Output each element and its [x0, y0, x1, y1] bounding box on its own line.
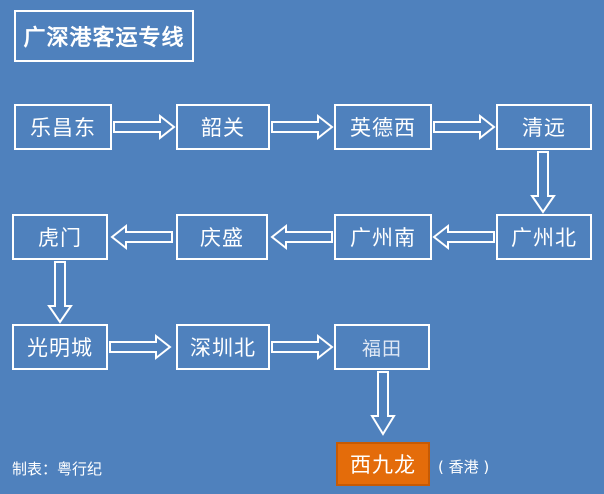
arrow-down-2 — [47, 261, 73, 324]
arrow-right-1 — [113, 113, 176, 141]
station-guangzhou-north: 广州北 — [496, 214, 592, 260]
arrow-right-2 — [271, 113, 334, 141]
arrow-down-1 — [530, 151, 556, 214]
station-west-kowloon: 西九龙 — [336, 442, 430, 486]
station-guangmingcheng: 光明城 — [12, 324, 108, 370]
arrow-right-4 — [109, 333, 172, 361]
station-qingyuan: 清远 — [496, 104, 592, 150]
destination-note: ( 香港 ) — [438, 458, 490, 476]
station-guangzhou-south: 广州南 — [334, 214, 432, 260]
station-lechang-east: 乐昌东 — [14, 104, 112, 150]
station-shaoguan: 韶关 — [176, 104, 270, 150]
station-yingde-west: 英德西 — [334, 104, 432, 150]
arrow-left-3 — [110, 223, 173, 251]
arrow-left-1 — [432, 223, 495, 251]
station-humen: 虎门 — [12, 214, 108, 260]
arrow-down-3 — [370, 371, 396, 436]
station-futian: 福田 — [334, 324, 430, 370]
arrow-left-2 — [270, 223, 333, 251]
credit-label: 制表：粤行纪 — [12, 460, 103, 478]
arrow-right-5 — [271, 333, 334, 361]
station-shenzhen-north: 深圳北 — [176, 324, 270, 370]
station-qingsheng: 庆盛 — [176, 214, 268, 260]
arrow-right-3 — [433, 113, 496, 141]
diagram-title: 广深港客运专线 — [14, 10, 194, 62]
